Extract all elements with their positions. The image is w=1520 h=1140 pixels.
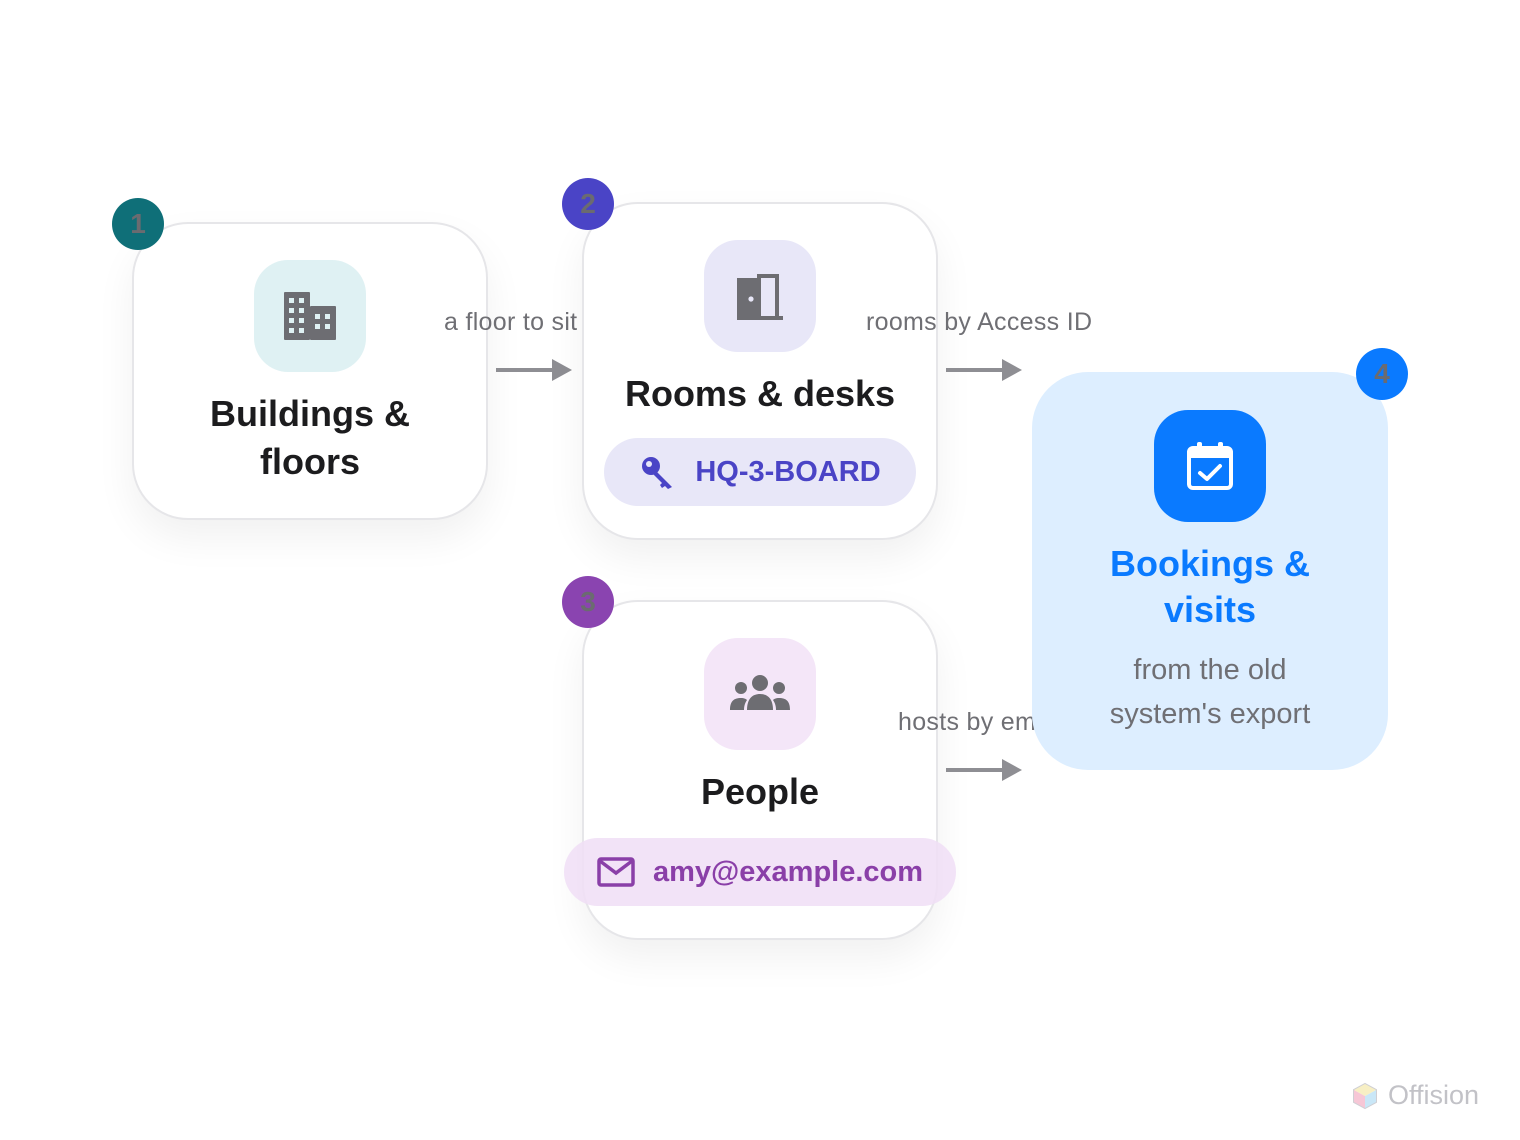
brand-watermark: Offision <box>1352 1080 1479 1111</box>
email-pill: amy@example.com <box>564 838 956 906</box>
calendar-check-icon <box>1187 442 1233 490</box>
people-icon-tile <box>704 638 816 750</box>
edge-label-access-id: rooms by Access ID <box>866 308 1093 336</box>
buildings-floors-card: Buildings & floors <box>132 222 488 520</box>
access-id-value: HQ-3-BOARD <box>695 455 881 488</box>
offision-logo-icon <box>1353 1082 1377 1109</box>
key-icon <box>642 457 673 489</box>
bookings-visits-title-line1: Bookings & <box>1109 543 1310 584</box>
rooms-desks-title: Rooms & desks <box>624 373 896 414</box>
people-title: People <box>700 771 820 812</box>
door-icon <box>737 274 783 320</box>
step-badge-4: 4 <box>1356 348 1408 400</box>
buildings-floors-title-line1: Buildings & <box>210 393 410 434</box>
step-badge-3: 3 <box>562 576 614 628</box>
arrow-people-to-bookings <box>946 759 1022 781</box>
rooms-desks-card: Rooms & desks HQ-3-BOARD <box>582 202 938 540</box>
bookings-subtitle-line1: from the old <box>1133 654 1287 686</box>
calendar-icon-tile <box>1154 410 1266 522</box>
mail-icon <box>597 857 635 887</box>
brand-name: Offision <box>1388 1080 1480 1110</box>
building-icon-tile <box>254 260 366 372</box>
step-badge-1: 1 <box>112 198 164 250</box>
bookings-visits-title-line2: visits <box>1163 589 1257 630</box>
arrow-rooms-to-bookings <box>946 359 1022 381</box>
arrow-buildings-to-rooms <box>496 359 572 381</box>
step-badge-2: 2 <box>562 178 614 230</box>
buildings-floors-title-line2: floors <box>259 441 360 482</box>
door-icon-tile <box>704 240 816 352</box>
email-value: amy@example.com <box>652 855 924 888</box>
bookings-subtitle-line2: system's export <box>1109 698 1311 730</box>
access-id-pill: HQ-3-BOARD <box>604 438 916 506</box>
building-icon <box>284 292 336 340</box>
bookings-visits-card: Bookings & visits from the old system's … <box>1032 372 1388 770</box>
people-group-icon <box>730 675 790 710</box>
